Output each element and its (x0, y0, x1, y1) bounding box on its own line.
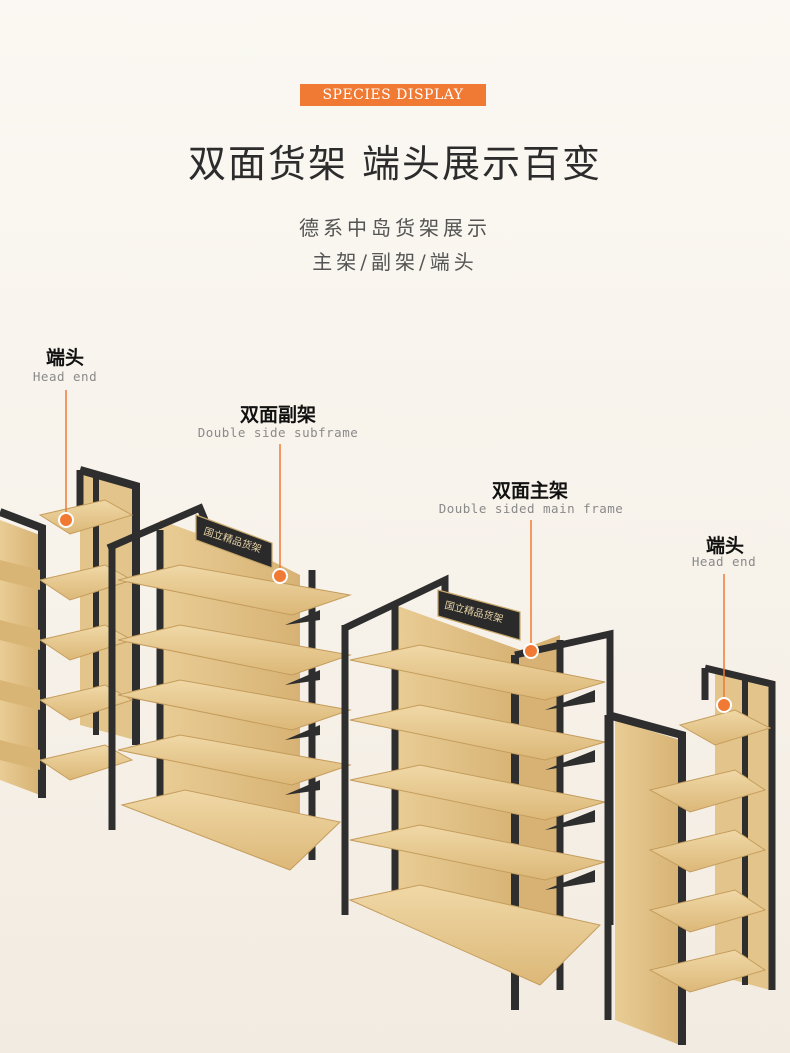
callout-head-end-left-cn: 端头 (45, 347, 84, 369)
page-title: 双面货架 端头展示百变 (187, 142, 603, 186)
callout-pointer-2 (272, 444, 288, 584)
shelf-head-end-right (604, 664, 776, 1045)
callout-subframe-cn: 双面副架 (239, 404, 316, 426)
callout-subframe-en: Double side subframe (197, 425, 359, 440)
callout-pointer-3 (523, 520, 539, 659)
callout-main-frame-en: Double sided main frame (438, 501, 624, 516)
shelf-double-side-subframe: 国立精品货架 (106, 503, 352, 871)
callout-pointer-1 (58, 390, 74, 528)
shelf-head-end-left (0, 466, 140, 798)
subtitle-line-2: 主架/副架/端头 (312, 250, 478, 274)
callout-head-end-right-cn: 端头 (705, 535, 744, 557)
subtitle-line-1: 德系中岛货架展示 (299, 216, 491, 240)
header-badge: SPECIES DISPLAY (300, 84, 486, 106)
callout-pointer-4 (716, 574, 732, 713)
callout-main-frame-cn: 双面主架 (491, 480, 568, 502)
callout-head-end-right-en: Head end (691, 554, 757, 569)
callout-head-end-left-en: Head end (32, 369, 98, 384)
shelf-double-sided-main-frame: 国立精品货架 (341, 574, 614, 1010)
